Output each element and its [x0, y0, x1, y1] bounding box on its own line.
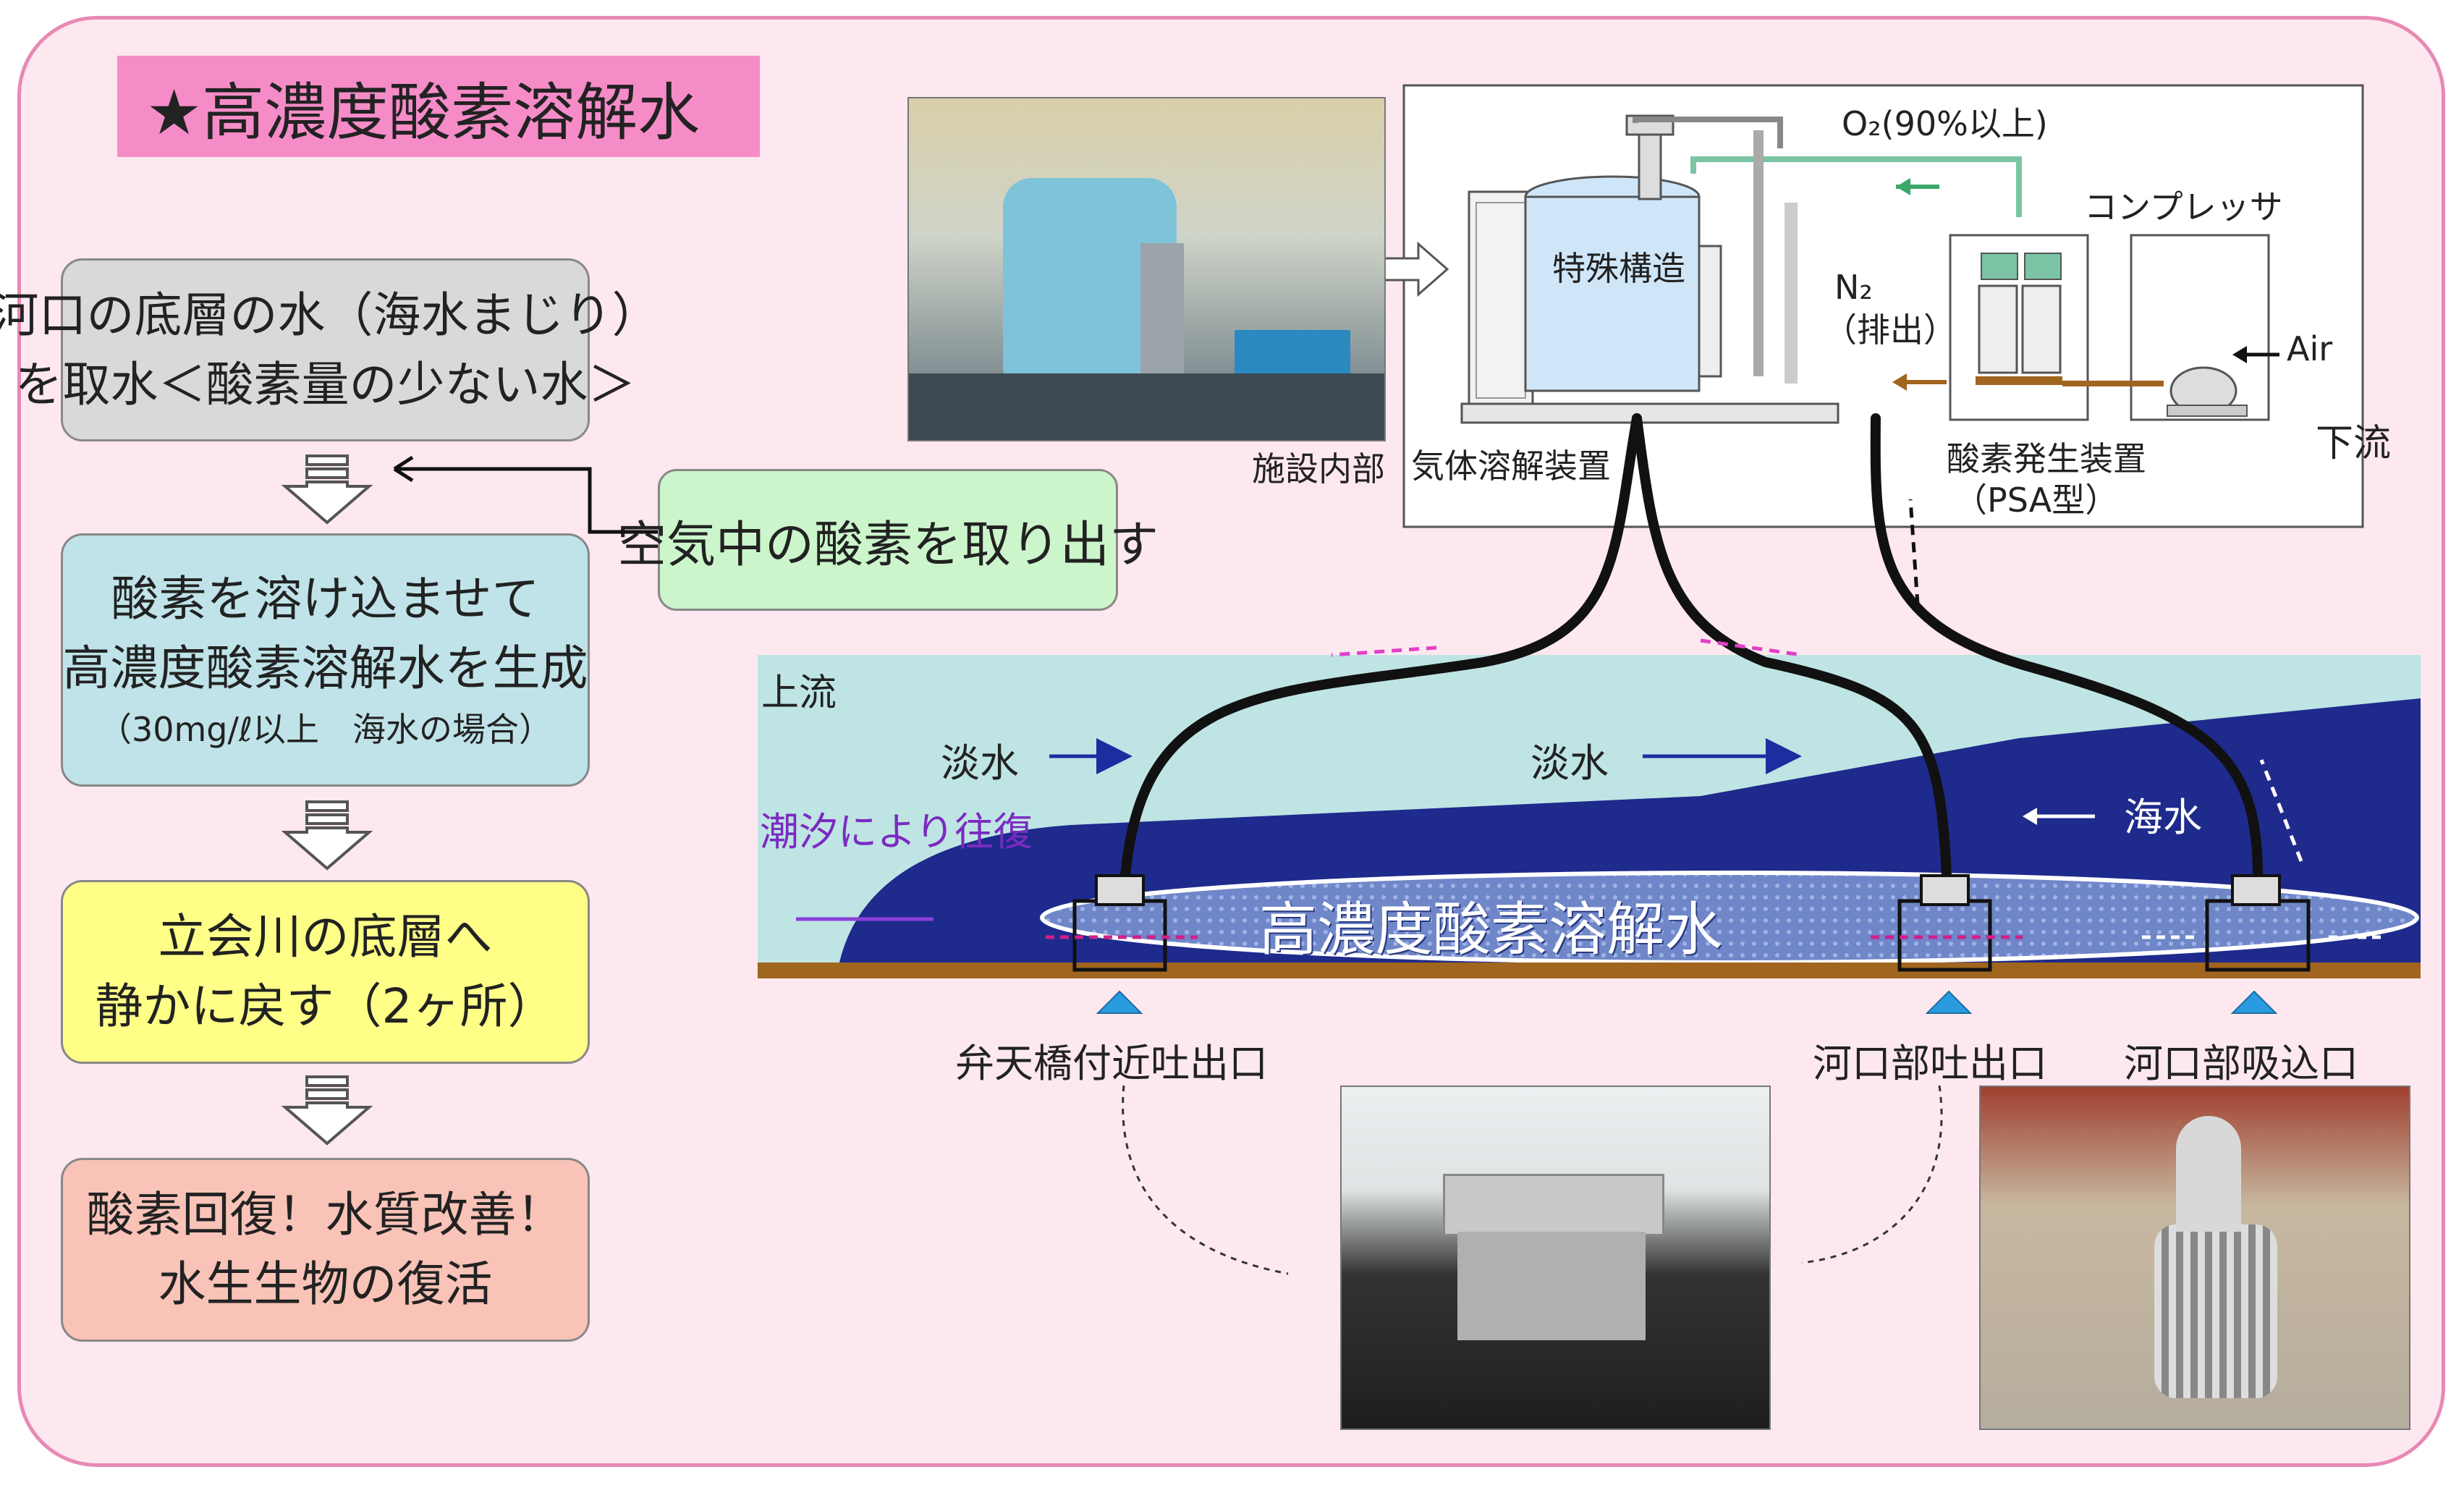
intake-label: 河口部吸込口 — [2124, 1041, 2358, 1086]
plume-label: 高濃度酸素溶解水 — [1259, 896, 1722, 963]
outlet-2-label: 河口部吐出口 — [1813, 1041, 2047, 1086]
o2-label: O₂(90%以上) — [1842, 104, 2048, 143]
air-label: Air — [2287, 329, 2333, 368]
oxygen-plume — [1040, 871, 2419, 965]
dissolver-tank — [1524, 114, 1722, 392]
step-intake-line2: を取水＜酸素量の少ない水＞ — [14, 356, 636, 412]
upstream-label: 上流 — [761, 672, 837, 715]
step-result-line2: 水生生物の復活 — [158, 1256, 493, 1312]
side-connector-arrow — [394, 467, 658, 534]
tank-label: 特殊構造 — [1552, 249, 1685, 288]
compressor — [2130, 234, 2270, 421]
intake-diffuser — [2205, 874, 2311, 972]
step-result-line1: 酸素回復！水質改善！ — [86, 1187, 564, 1243]
generator-label: 酸素発生装置 — [1947, 439, 2146, 478]
step-result-box: 酸素回復！水質改善！ 水生生物の復活 — [61, 1158, 590, 1342]
step-return-box: 立会川の底層へ 静かに戻す（2ヶ所） — [61, 880, 590, 1064]
piping — [1633, 117, 2022, 384]
intake-photo — [1979, 1086, 2410, 1430]
outlet-photo — [1340, 1086, 1771, 1430]
generator-type: （PSA型） — [1954, 481, 2119, 520]
oxygen-extraction-box: 空気中の酸素を取り出す — [617, 469, 1159, 611]
equipment-skid — [1460, 402, 1839, 424]
flow-down-arrow-1 — [281, 454, 373, 525]
tide-label: 潮汐により往復 — [760, 809, 1033, 855]
dissolver-label: 気体溶解装置 — [1411, 447, 1611, 486]
flow-indicator-arrows — [796, 499, 2381, 939]
step-dissolve-line1: 酸素を溶け込ませて — [111, 571, 540, 627]
freshwater-label-1: 淡水 — [941, 740, 1019, 786]
n2-note: （排出） — [1824, 310, 1957, 350]
facility-photo-caption: 施設内部 — [1252, 449, 1385, 488]
photo-callout-lines — [1122, 1085, 1943, 1275]
location-markers — [1096, 990, 2278, 1014]
facility-interior-photo — [907, 97, 1386, 441]
step-intake-box: 河口の底層の水（海水まじり） を取水＜酸素量の少ない水＞ — [0, 258, 660, 441]
n2-label: N₂ — [1834, 268, 1873, 307]
flow-down-arrow-3 — [281, 1075, 373, 1146]
step-dissolve-box: 酸素を溶け込ませて 高濃度酸素溶解水を生成 （30mg/ℓ以上 海水の場合） — [61, 533, 590, 787]
step-return-line1: 立会川の底層へ — [158, 909, 493, 965]
seawater-label: 海水 — [2124, 795, 2202, 840]
step-return-line2: 静かに戻す（2ヶ所） — [95, 978, 556, 1034]
supply-pipes — [1120, 413, 2263, 881]
riverbed — [758, 962, 2421, 978]
step-intake-line1: 河口の底層の水（海水まじり） — [0, 287, 660, 343]
downstream-label: 下流 — [2316, 422, 2392, 465]
psa-generator — [1949, 234, 2089, 421]
freshwater-label-2: 淡水 — [1531, 740, 1609, 786]
diffuser-outlet-1 — [1072, 874, 1167, 972]
step-dissolve-note: （30mg/ℓ以上 海水の場合） — [98, 710, 553, 749]
compressor-label: コンプレッサ — [2084, 187, 2283, 227]
control-cabinet — [1468, 190, 1534, 410]
page-title: ★高濃度酸素溶解水 — [117, 56, 760, 157]
outlet-1-label: 弁天橋付近吐出口 — [955, 1041, 1268, 1086]
flow-down-arrow-2 — [281, 800, 373, 871]
step-dissolve-line2: 高濃度酸素溶解水を生成 — [62, 640, 588, 696]
